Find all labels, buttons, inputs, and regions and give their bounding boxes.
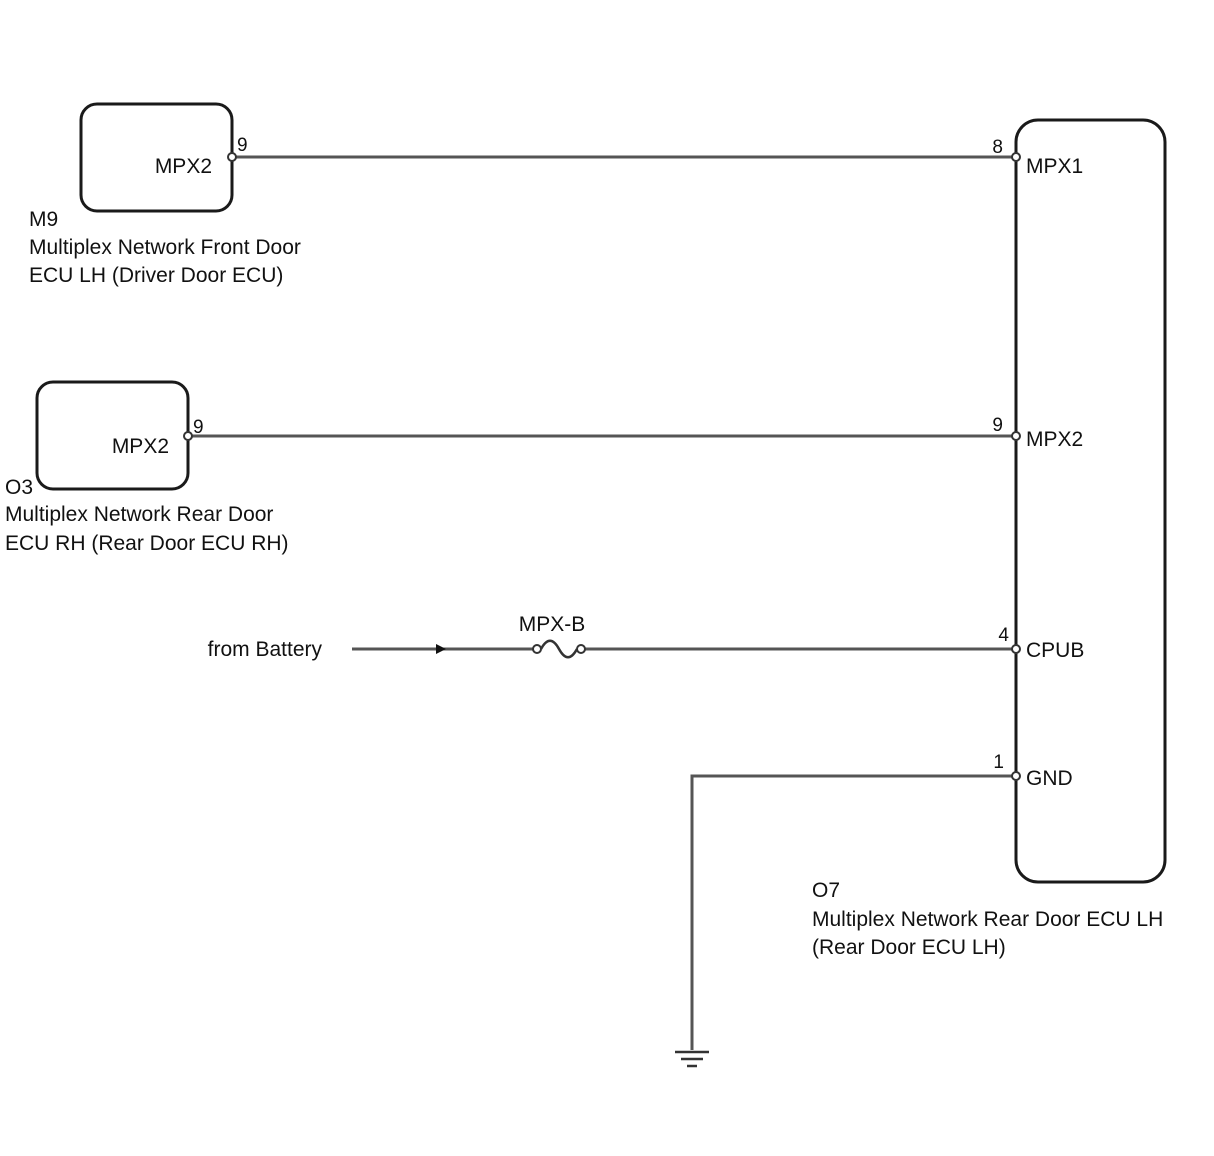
fuse-label: MPX-B [519, 613, 586, 636]
o3-terminal-label: MPX2 [112, 435, 169, 458]
o3-name-line1: Multiplex Network Rear Door [5, 503, 273, 526]
o7-box [1014, 118, 1167, 884]
wire-gnd [690, 774, 1016, 1050]
o7-code: O7 [812, 879, 840, 902]
fuse-mpx-b: MPX-B [519, 613, 586, 659]
o7-node-cpub [1011, 644, 1021, 654]
o3-pin-number: 9 [193, 417, 204, 438]
o7-terminal-gnd: GND [1026, 767, 1073, 790]
arrow-right-icon [436, 644, 446, 654]
fuse-left-node [532, 644, 542, 654]
m9-code: M9 [29, 208, 58, 231]
fuse-icon [539, 639, 579, 659]
o7-node-gnd [1011, 771, 1021, 781]
o7-name-line1: Multiplex Network Rear Door ECU LH [812, 908, 1163, 931]
o7-terminal-mpx1: MPX1 [1026, 155, 1083, 178]
component-o3: MPX2 9 O3 Multiplex Network Rear Door EC… [5, 380, 289, 555]
m9-pin-number: 9 [237, 135, 248, 156]
m9-connector-node [227, 152, 237, 162]
o7-node-mpx1 [1011, 152, 1021, 162]
o7-terminal-mpx2: MPX2 [1026, 428, 1083, 451]
o3-code: O3 [5, 476, 33, 499]
m9-name-line2: ECU LH (Driver Door ECU) [29, 264, 283, 287]
m9-terminal-label: MPX2 [155, 155, 212, 178]
battery-source: from Battery [208, 638, 446, 661]
m9-name-line1: Multiplex Network Front Door [29, 236, 301, 259]
battery-label: from Battery [208, 638, 323, 661]
fuse-right-node [576, 644, 586, 654]
o7-name-line2: (Rear Door ECU LH) [812, 936, 1006, 959]
o7-node-mpx2 [1011, 431, 1021, 441]
o3-name-line2: ECU RH (Rear Door ECU RH) [5, 532, 289, 555]
o7-pin-mpx1-number: 8 [992, 137, 1003, 158]
component-o7: 8 MPX1 9 MPX2 4 CPUB 1 GND O7 Multiplex … [812, 118, 1167, 959]
o7-pin-mpx2-number: 9 [992, 415, 1003, 436]
ground-icon [675, 1050, 709, 1068]
o7-pin-cpub-number: 4 [998, 625, 1009, 646]
o7-terminal-cpub: CPUB [1026, 639, 1084, 662]
o7-pin-gnd-number: 1 [993, 752, 1004, 773]
o3-connector-node [183, 431, 193, 441]
component-m9: MPX2 9 M9 Multiplex Network Front Door E… [29, 102, 301, 287]
